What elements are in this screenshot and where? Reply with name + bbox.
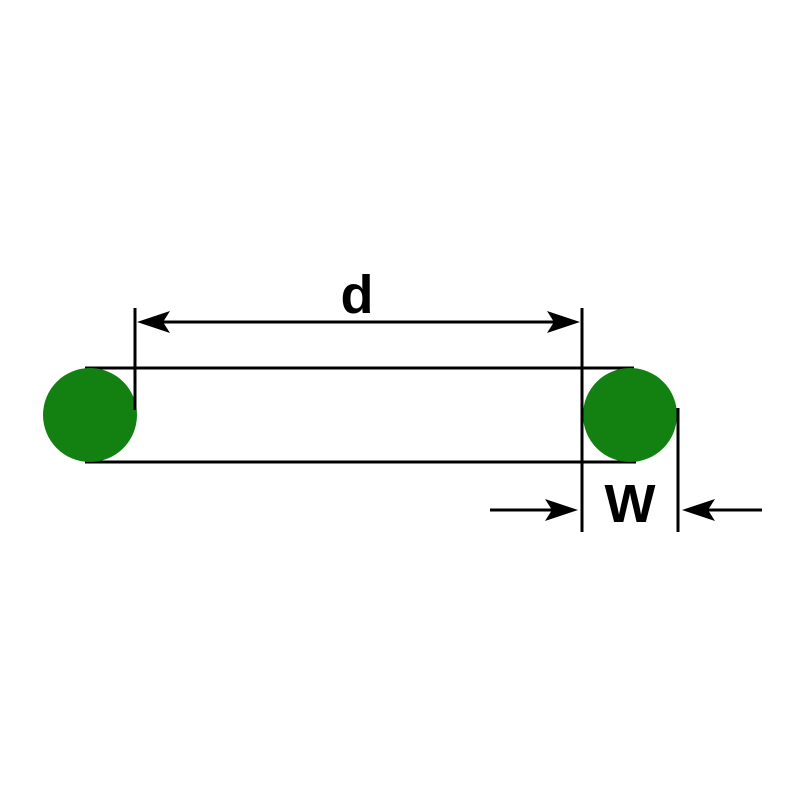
d-arrowhead-left-icon <box>137 311 170 333</box>
right-ring-cross-section <box>583 368 677 462</box>
inner-diameter-label: d <box>341 265 374 325</box>
w-arrowhead-left-icon <box>545 499 578 521</box>
d-arrowhead-right-icon <box>547 311 580 333</box>
left-ring-cross-section <box>43 368 137 462</box>
w-arrowhead-right-icon <box>682 499 715 521</box>
cross-section-width-label: W <box>605 474 656 534</box>
